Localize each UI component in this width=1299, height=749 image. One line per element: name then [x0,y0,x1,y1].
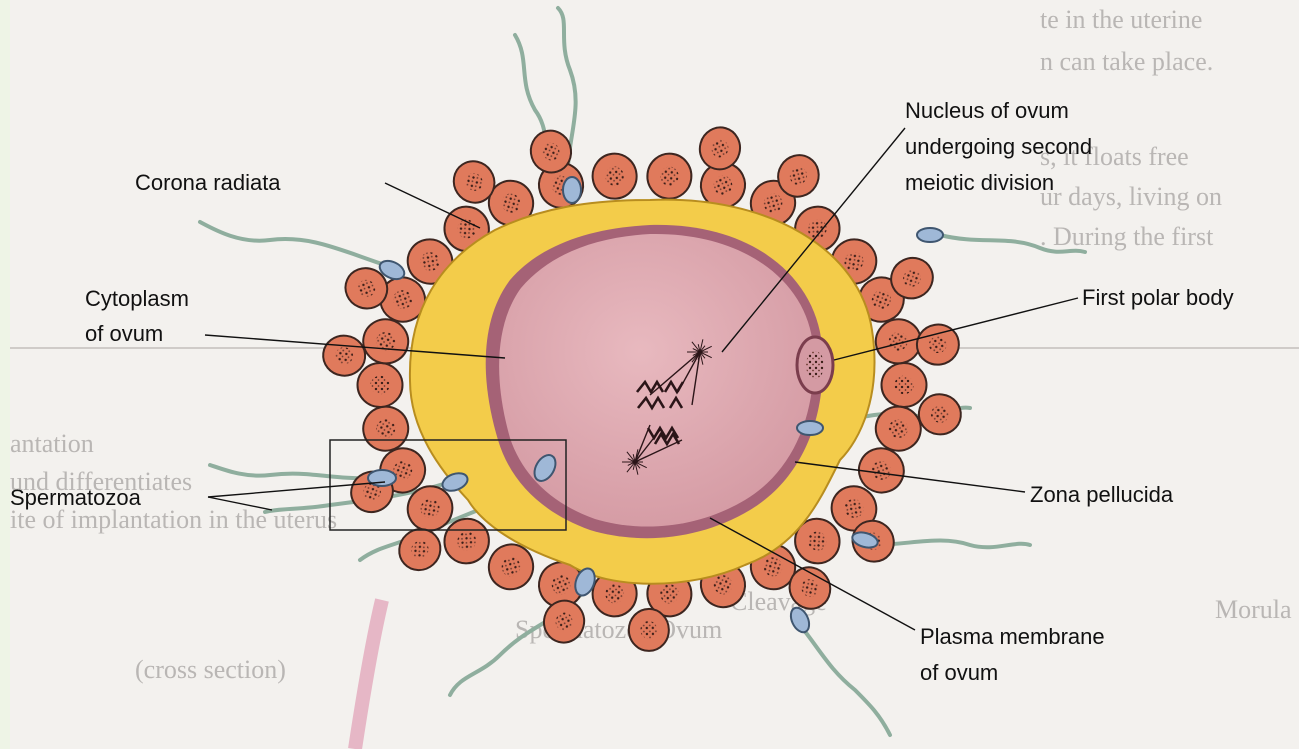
bg-text-4: ur days, living on [1040,182,1222,211]
bg-text-2: n can take place. [1040,47,1213,76]
bg-text-5: . During the first [1040,222,1214,251]
label-spermatozoa: Spermatozoa [10,485,142,510]
corona-cell [358,363,403,407]
bg-text-9: Morula [1215,595,1292,624]
corona-cell [590,151,638,200]
diagram-frame: te in the uterine n can take place. s, i… [10,0,1299,749]
label-cytoplasm-2: of ovum [85,321,163,346]
bg-pink-stroke [355,600,382,749]
label-corona-radiata: Corona radiata [135,170,281,195]
corona-cell [872,402,925,454]
label-plasma-membrane-2: of ovum [920,660,998,685]
label-zona-pellucida: Zona pellucida [1030,482,1174,507]
corona-cell [695,123,745,174]
ovum-diagram: te in the uterine n can take place. s, i… [10,0,1299,749]
corona-cell [914,321,962,367]
bg-text-1: te in the uterine [1040,5,1202,34]
bg-text-6: antation [10,429,94,458]
corona-cell [628,608,669,651]
corona-cell [359,315,412,367]
polar-body-chromatin [806,351,824,379]
label-nucleus-2: undergoing second [905,134,1092,159]
corona-cell [882,363,927,407]
corona-cell [917,392,963,437]
label-plasma-membrane-1: Plasma membrane [920,624,1105,649]
label-nucleus-1: Nucleus of ovum [905,98,1069,123]
corona-cell [645,151,693,200]
bg-text-12: (cross section) [135,655,286,684]
corona-cell [359,402,412,454]
label-nucleus-3: meiotic division [905,170,1054,195]
corona-cell [321,333,367,378]
ovum-cytoplasm [499,234,814,527]
label-cytoplasm-1: Cytoplasm [85,286,189,311]
label-first-polar-body: First polar body [1082,285,1234,310]
